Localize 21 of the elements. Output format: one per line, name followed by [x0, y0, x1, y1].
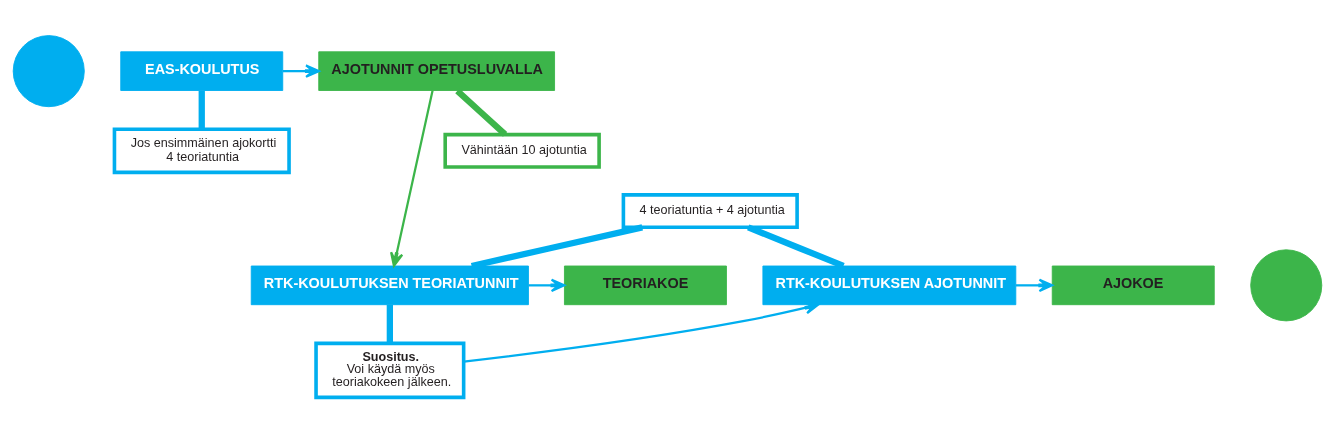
- connector: [455, 88, 508, 137]
- arrow: [1015, 278, 1054, 293]
- node-box: AJOTUNNIT OPETUSLUVALLA: [318, 51, 555, 91]
- arrow: [390, 90, 434, 267]
- connector: [198, 90, 205, 130]
- node-box: EAS-KOULUTUS: [120, 51, 284, 91]
- connector: [747, 224, 845, 269]
- node-box: RTK-KOULUTUKSEN TEORIATUNNIT: [250, 265, 529, 306]
- node-box: Vähintään 10 ajotuntia: [443, 132, 601, 169]
- node-box: 4 teoriatuntia + 4 ajotuntia: [621, 193, 799, 230]
- arrow: [528, 278, 566, 293]
- node-box: RTK-KOULUTUKSEN AJOTUNNIT: [762, 265, 1017, 306]
- node-box: AJOKOE: [1051, 265, 1215, 306]
- node-circle: [12, 35, 85, 108]
- node-circle: [1250, 249, 1323, 322]
- node-box: Suositus. Voi käydä myös teoriakokeen jälkeen.: [314, 341, 466, 400]
- node-box: TEORIAKOE: [564, 265, 727, 306]
- connector: [386, 304, 393, 344]
- arrow: [282, 64, 320, 78]
- node-box: Jos ensimmäinen ajokortti 4 teoriatuntia: [112, 127, 291, 175]
- arrow: [463, 301, 820, 363]
